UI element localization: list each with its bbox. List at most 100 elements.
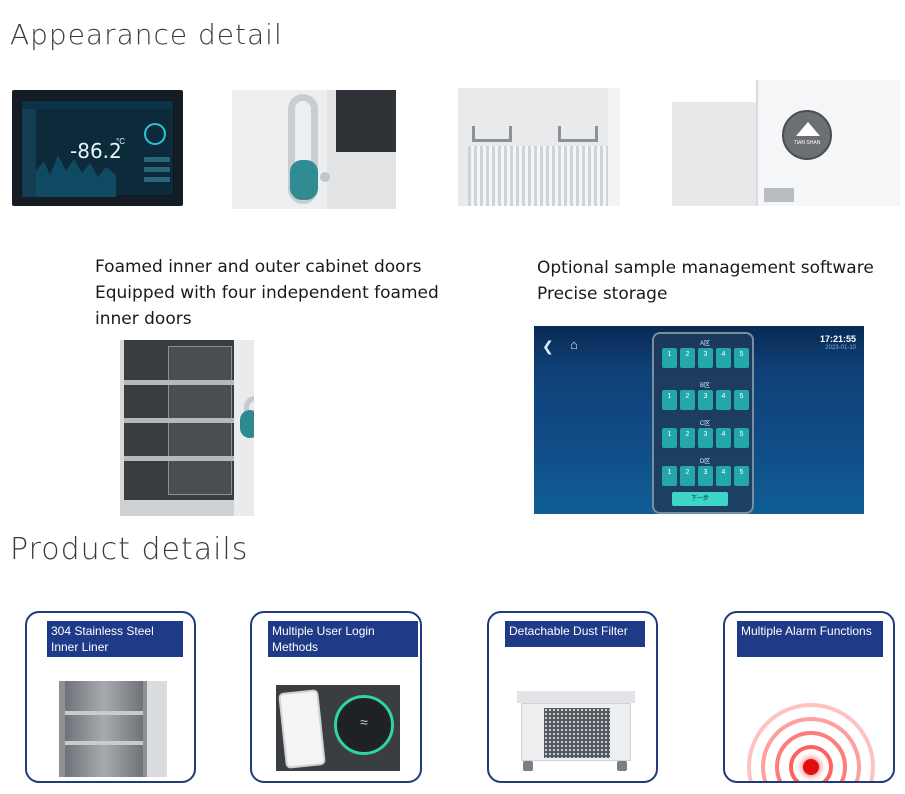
rack-slot[interactable]: 2 — [680, 466, 695, 486]
screen-sidebar — [22, 109, 36, 197]
filter-foot — [523, 761, 533, 771]
liner-wall — [65, 681, 143, 777]
brand-seal-logo: TIAN SHAN — [782, 110, 832, 160]
screen-gauge-ring — [144, 123, 166, 145]
alarm-ring — [775, 731, 847, 781]
cabinet-base — [120, 500, 234, 516]
rack-slot[interactable]: 4 — [716, 390, 731, 410]
rack-slot[interactable]: 3 — [698, 348, 713, 368]
rack-slot[interactable]: 1 — [662, 390, 677, 410]
rack-slot[interactable]: 5 — [734, 466, 749, 486]
door-display-panel — [336, 90, 396, 152]
rack-section-label: A区 — [699, 341, 710, 347]
card-alarm-functions: Multiple Alarm Functions — [723, 611, 895, 783]
control-screen-display: -86.2 °C — [21, 100, 174, 197]
card-dust-filter: Detachable Dust Filter — [487, 611, 658, 783]
inner-door — [168, 384, 232, 419]
padlock-body — [240, 410, 254, 438]
screen-temperature-unit: °C — [116, 137, 125, 146]
handle-lock — [290, 160, 318, 200]
cabinet-front — [672, 102, 756, 206]
rack-slot[interactable]: 3 — [698, 428, 713, 448]
doors-caption: Foamed inner and outer cabinet doors Equ… — [95, 254, 485, 332]
padlock-icon — [240, 396, 254, 438]
rack-slot[interactable]: 3 — [698, 466, 713, 486]
software-clock: 17:21:55 — [819, 334, 856, 344]
rear-vent-photo — [458, 88, 620, 206]
liner-shelf — [65, 741, 143, 745]
rack-slot[interactable]: 5 — [734, 390, 749, 410]
software-caption: Optional sample management software Prec… — [537, 255, 897, 307]
rack-slot[interactable]: 5 — [734, 348, 749, 368]
filter-housing — [521, 703, 631, 761]
card-label: Detachable Dust Filter — [505, 621, 645, 647]
liner-shelf — [65, 711, 143, 715]
rack-slot[interactable]: 1 — [662, 348, 677, 368]
mountain-icon — [796, 122, 820, 136]
filter-top — [517, 691, 635, 703]
screen-chip — [144, 167, 170, 172]
alarm-ring — [789, 745, 833, 781]
shelf — [124, 380, 234, 385]
rack-slot[interactable]: 1 — [662, 428, 677, 448]
inner-door — [168, 346, 232, 381]
next-step-button[interactable]: 下一步 — [672, 492, 728, 506]
keyhole-icon — [320, 172, 330, 182]
appearance-heading: Appearance detail — [10, 18, 283, 51]
nfc-symbol-icon: ≈ — [360, 714, 368, 730]
screen-temperature: -86.2 — [70, 139, 122, 163]
inner-door — [168, 460, 232, 495]
temperature-wave-graphic — [36, 155, 116, 197]
filter-mesh — [544, 708, 610, 758]
home-icon[interactable]: ⌂ — [570, 337, 578, 352]
dust-filter-photo — [517, 691, 635, 771]
screen-chip — [144, 177, 170, 182]
login-methods-photo: ≈ — [276, 685, 400, 771]
side-vent — [764, 188, 794, 202]
doors-caption-line: Equipped with four independent foamed in… — [95, 283, 439, 329]
door-handle-photo — [232, 90, 396, 209]
inner-door — [168, 422, 232, 457]
doors-caption-line: Foamed inner and outer cabinet doors — [95, 257, 422, 277]
card-user-login: Multiple User Login Methods ≈ — [250, 611, 422, 783]
rack-section-label: B区 — [699, 383, 710, 389]
rear-bracket — [558, 126, 598, 142]
rack-slot[interactable]: 3 — [698, 390, 713, 410]
rack-slot[interactable]: 4 — [716, 348, 731, 368]
liner-door — [147, 681, 167, 777]
card-label: 304 Stainless Steel Inner Liner — [47, 621, 183, 657]
software-screenshot: ❮ ⌂ 17:21:55 2023-01-10 A区 1 2 3 4 5 B区 … — [534, 326, 864, 514]
card-label: Multiple User Login Methods — [268, 621, 418, 657]
rack-section-label: D区 — [699, 459, 711, 465]
rack-slot[interactable]: 1 — [662, 466, 677, 486]
control-screen-photo: -86.2 °C — [12, 90, 183, 206]
rack-panel: A区 1 2 3 4 5 B区 1 2 3 4 5 C区 1 2 3 4 5 D… — [652, 332, 754, 514]
back-chevron-icon[interactable]: ❮ — [542, 338, 554, 354]
rack-slot[interactable]: 2 — [680, 390, 695, 410]
smartphone-icon — [278, 689, 326, 769]
rear-vent-grill — [468, 146, 608, 206]
rack-slot[interactable]: 5 — [734, 428, 749, 448]
door-handle — [288, 94, 318, 204]
rack-slot[interactable]: 2 — [680, 428, 695, 448]
alarm-dot — [803, 759, 819, 775]
card-stainless-liner: 304 Stainless Steel Inner Liner — [25, 611, 196, 783]
software-caption-line: Optional sample management software — [537, 258, 874, 278]
cabinet-side-photo: TIAN SHAN — [672, 80, 900, 206]
rear-bracket — [472, 126, 512, 142]
brand-seal-text: TIAN SHAN — [793, 140, 821, 146]
software-caption-line: Precise storage — [537, 284, 668, 304]
rack-slot[interactable]: 4 — [716, 428, 731, 448]
stainless-liner-photo — [59, 681, 167, 777]
filter-foot — [617, 761, 627, 771]
product-details-heading: Product details — [10, 532, 249, 567]
rack-slot[interactable]: 4 — [716, 466, 731, 486]
shelf — [124, 418, 234, 423]
rack-slot[interactable]: 2 — [680, 348, 695, 368]
software-date: 2023-01-10 — [825, 345, 856, 351]
alarm-signal-icon — [745, 701, 875, 781]
shelf — [124, 456, 234, 461]
nfc-reader-icon: ≈ — [334, 695, 394, 755]
screen-status-bar — [22, 101, 173, 109]
rack-section-label: C区 — [699, 421, 711, 427]
